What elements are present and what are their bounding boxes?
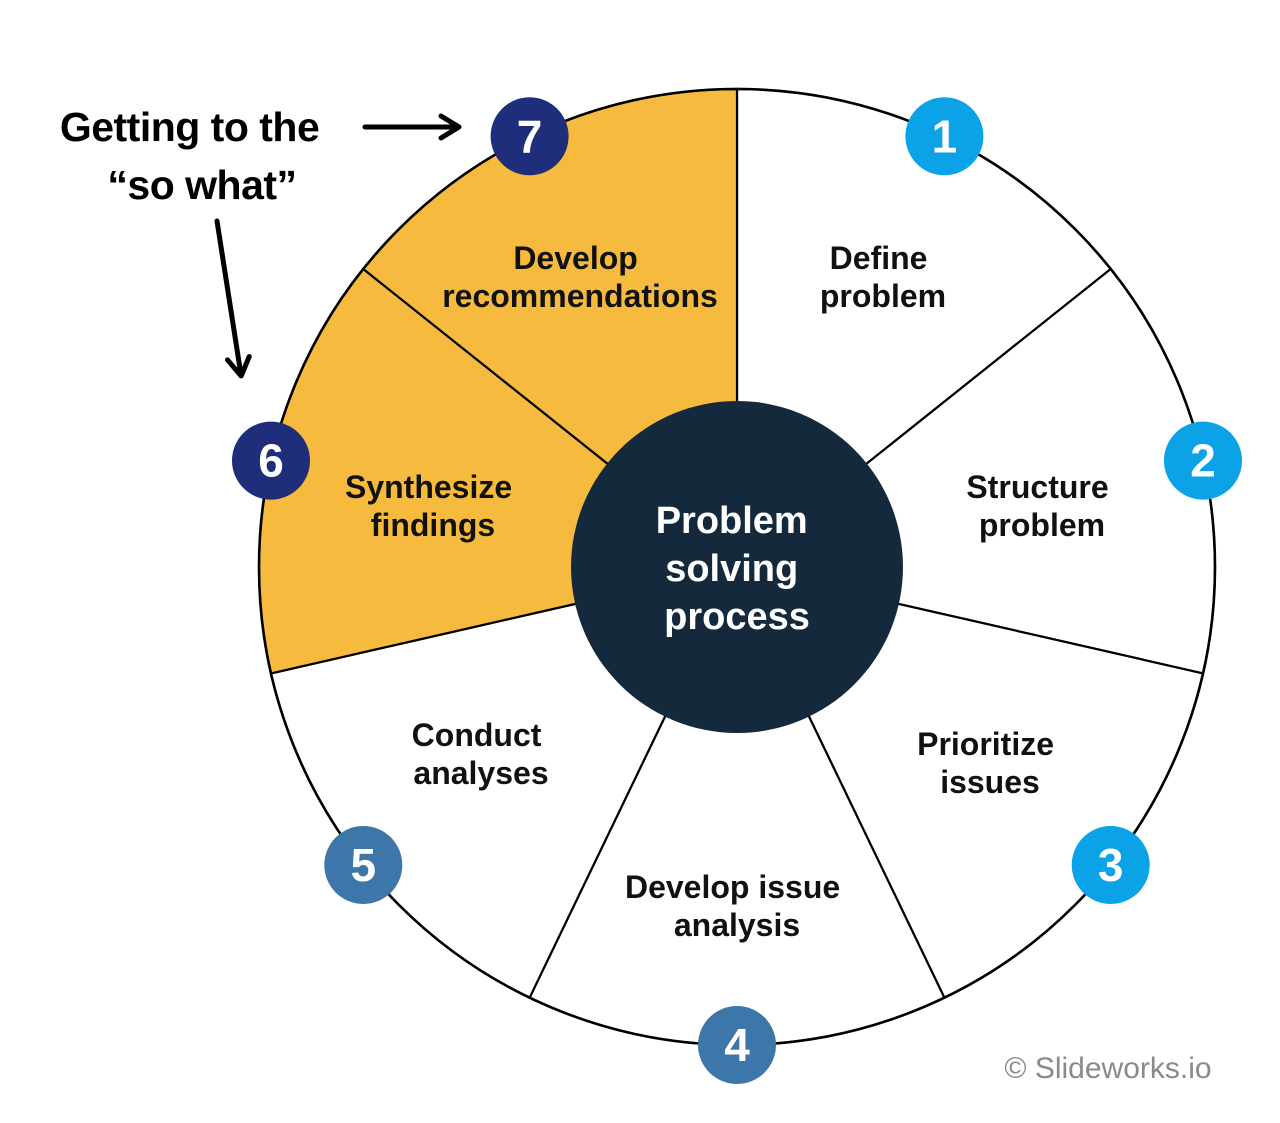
step-3-badge-number: 3 — [1098, 839, 1124, 891]
segment-2-label: Structure problem — [966, 469, 1117, 543]
step-5-badge: 5 — [324, 826, 403, 904]
segment-2-label-line-1: Structure — [966, 469, 1108, 505]
center-title: Problem solving process — [656, 500, 819, 638]
arrow-to-step-6-icon — [214, 218, 252, 379]
segment-3-label-line-1: Prioritize — [917, 726, 1054, 762]
segment-1-label: Define problem — [820, 240, 946, 314]
center-title-line-3: process — [664, 596, 810, 638]
step-4-badge-number: 4 — [724, 1019, 750, 1071]
segment-3-label-line-2: issues — [940, 764, 1040, 800]
step-3-badge-circle — [1071, 826, 1150, 904]
segment-5-label: Conduct analyses — [412, 717, 551, 791]
segment-7-label-line-1: Develop — [513, 240, 637, 276]
step-badges: 1 2 3 4 5 6 7 — [232, 97, 1242, 1084]
segment-6-label: Synthesize findings — [345, 469, 521, 543]
center-title-line-2: solving — [665, 548, 798, 590]
segment-4-label-line-2: analysis — [674, 907, 800, 943]
step-4-badge-circle — [698, 1006, 776, 1084]
step-2-badge: 2 — [1164, 421, 1242, 500]
segment-7-label: Develop recommendations — [442, 240, 718, 314]
step-7-badge-number: 7 — [517, 110, 543, 162]
segment-6-label-line-2: findings — [371, 507, 495, 543]
step-6-badge-circle — [232, 421, 310, 500]
step-6-badge-number: 6 — [258, 435, 284, 487]
annotation-line-1: Getting to the — [60, 104, 319, 150]
step-2-badge-number: 2 — [1190, 435, 1216, 487]
segment-1-label-line-1: Define — [830, 240, 928, 276]
segment-4-label-line-1: Develop issue — [625, 869, 840, 905]
segment-4-label: Develop issue analysis — [625, 869, 849, 943]
segment-7-label-line-2: recommendations — [442, 278, 718, 314]
center-circle — [571, 401, 903, 733]
step-1-badge: 1 — [905, 97, 984, 176]
segment-3-label: Prioritize issues — [917, 726, 1063, 800]
step-5-badge-number: 5 — [351, 839, 377, 891]
step-1-badge-number: 1 — [932, 110, 958, 162]
step-5-badge-circle — [324, 826, 403, 904]
segment-1-label-line-2: problem — [820, 278, 946, 314]
segment-6-label-line-1: Synthesize — [345, 469, 512, 505]
step-3-badge: 3 — [1071, 826, 1150, 904]
center-title-line-1: Problem — [656, 500, 808, 542]
step-6-badge: 6 — [232, 421, 310, 500]
step-7-badge-circle — [490, 97, 569, 176]
copyright-text: © Slideworks.io — [1004, 1052, 1211, 1085]
step-7-badge: 7 — [490, 97, 569, 176]
annotation-text: Getting to the “so what” — [60, 104, 330, 208]
segment-5-label-line-2: analyses — [413, 755, 548, 791]
step-2-badge-circle — [1164, 421, 1242, 500]
annotation-line-2: “so what” — [107, 162, 296, 208]
segment-5-label-line-1: Conduct — [412, 717, 542, 753]
segment-2-label-line-2: problem — [979, 507, 1105, 543]
so-what-annotation: Getting to the “so what” — [60, 104, 462, 379]
step-4-badge: 4 — [698, 1006, 776, 1084]
segment-labels: Define problem Structure problem Priorit… — [345, 240, 1117, 943]
step-1-badge-circle — [905, 97, 984, 176]
